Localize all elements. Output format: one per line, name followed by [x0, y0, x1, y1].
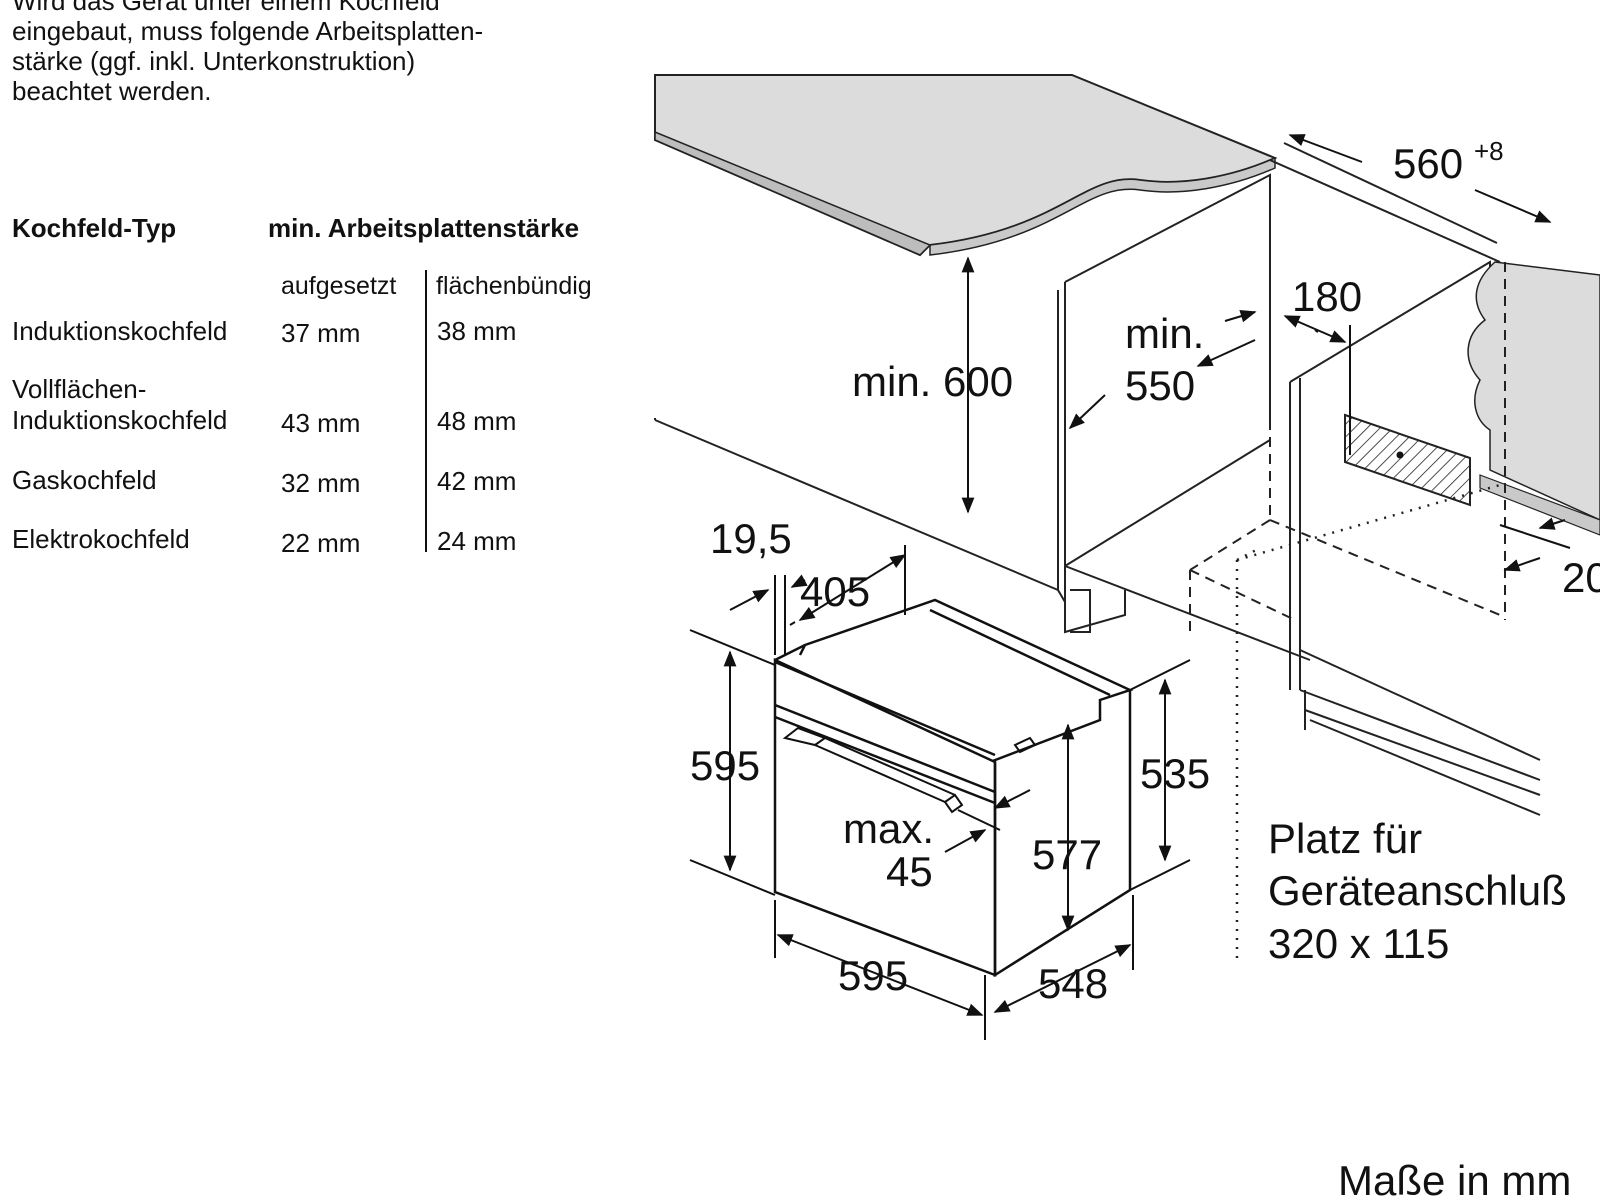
dim-handle-max-line1: max.: [843, 805, 934, 852]
dim-niche-depth-min-line2: 550: [1125, 362, 1195, 409]
intro-line: beachtet werden.: [12, 76, 212, 106]
row-type: Induktionskochfeld: [12, 316, 228, 346]
row-type: Elektrokochfeld: [12, 524, 190, 554]
intro-line: stärke (ggf. inkl. Unterkonstruktion): [12, 46, 416, 76]
row-flaechenbuendig: 38 mm: [437, 316, 517, 346]
dim-front-width: 595: [838, 952, 908, 999]
dotted-lines: [1235, 483, 1501, 965]
connection-note-line1: Platz für: [1268, 815, 1422, 862]
dimension-lines: [689, 134, 1571, 1040]
subheader-aufgesetzt: aufgesetzt: [281, 272, 397, 300]
cabinet-structure: [654, 142, 1541, 816]
connection-note: Platz für Geräteanschluß 320 x 115: [1268, 815, 1567, 967]
units-note: Maße in mm: [1338, 1157, 1571, 1200]
worktop: [654, 74, 1278, 257]
intro-line: eingebaut, muss folgende Arbeitsplatten-: [12, 16, 484, 46]
connection-note-line3: 320 x 115: [1268, 920, 1449, 967]
row-type-line1: Vollflächen-: [12, 374, 147, 404]
dim-handle-max-line2: 45: [886, 848, 933, 895]
col-header-thickness: min. Arbeitsplattenstärke: [268, 213, 580, 243]
dim-panel-thickness: 19,5: [710, 515, 792, 562]
row-aufgesetzt: 43 mm: [281, 408, 361, 438]
row-flaechenbuendig: 42 mm: [437, 466, 517, 496]
dimension-labels: 560 +8 min. 600 min. 550 180 20 19,5 405…: [690, 136, 1600, 1007]
connection-note-line2: Geräteanschluß: [1268, 867, 1567, 914]
dim-body-height: 577: [1032, 831, 1102, 878]
dim-niche-depth-min-line1: min.: [1125, 310, 1204, 357]
dim-niche-width-tolerance: +8: [1474, 136, 1504, 166]
col-header-type: Kochfeld-Typ: [12, 213, 177, 243]
dim-connection-offset: 180: [1292, 273, 1362, 320]
subheader-flaechenbuendig: flächenbündig: [436, 272, 592, 300]
dim-top-depth: 405: [800, 568, 870, 615]
row-flaechenbuendig: 48 mm: [437, 406, 517, 436]
oven: [773, 598, 1134, 978]
row-flaechenbuendig: 24 mm: [437, 526, 517, 556]
dim-side-partial: 20: [1562, 554, 1600, 601]
dim-niche-width: 560: [1393, 140, 1463, 187]
row-aufgesetzt: 22 mm: [281, 528, 361, 558]
dim-front-height: 595: [690, 742, 760, 789]
intro-line: Wird das Gerät unter einem Kochfeld: [12, 0, 440, 16]
row-type: Gaskochfeld: [12, 465, 157, 495]
dim-body-depth: 548: [1038, 960, 1108, 1007]
connection-box: [1344, 413, 1471, 507]
side-wall-cutaway: [1467, 261, 1600, 536]
dim-body-height-rear: 535: [1140, 750, 1210, 797]
dim-niche-height-min: min. 600: [852, 358, 1013, 405]
row-aufgesetzt: 32 mm: [281, 468, 361, 498]
row-type: Induktionskochfeld: [12, 405, 228, 435]
row-aufgesetzt: 37 mm: [281, 318, 361, 348]
column-divider: [425, 270, 427, 552]
intro-text: Wird das Gerät unter einem Kochfeld eing…: [12, 0, 612, 106]
